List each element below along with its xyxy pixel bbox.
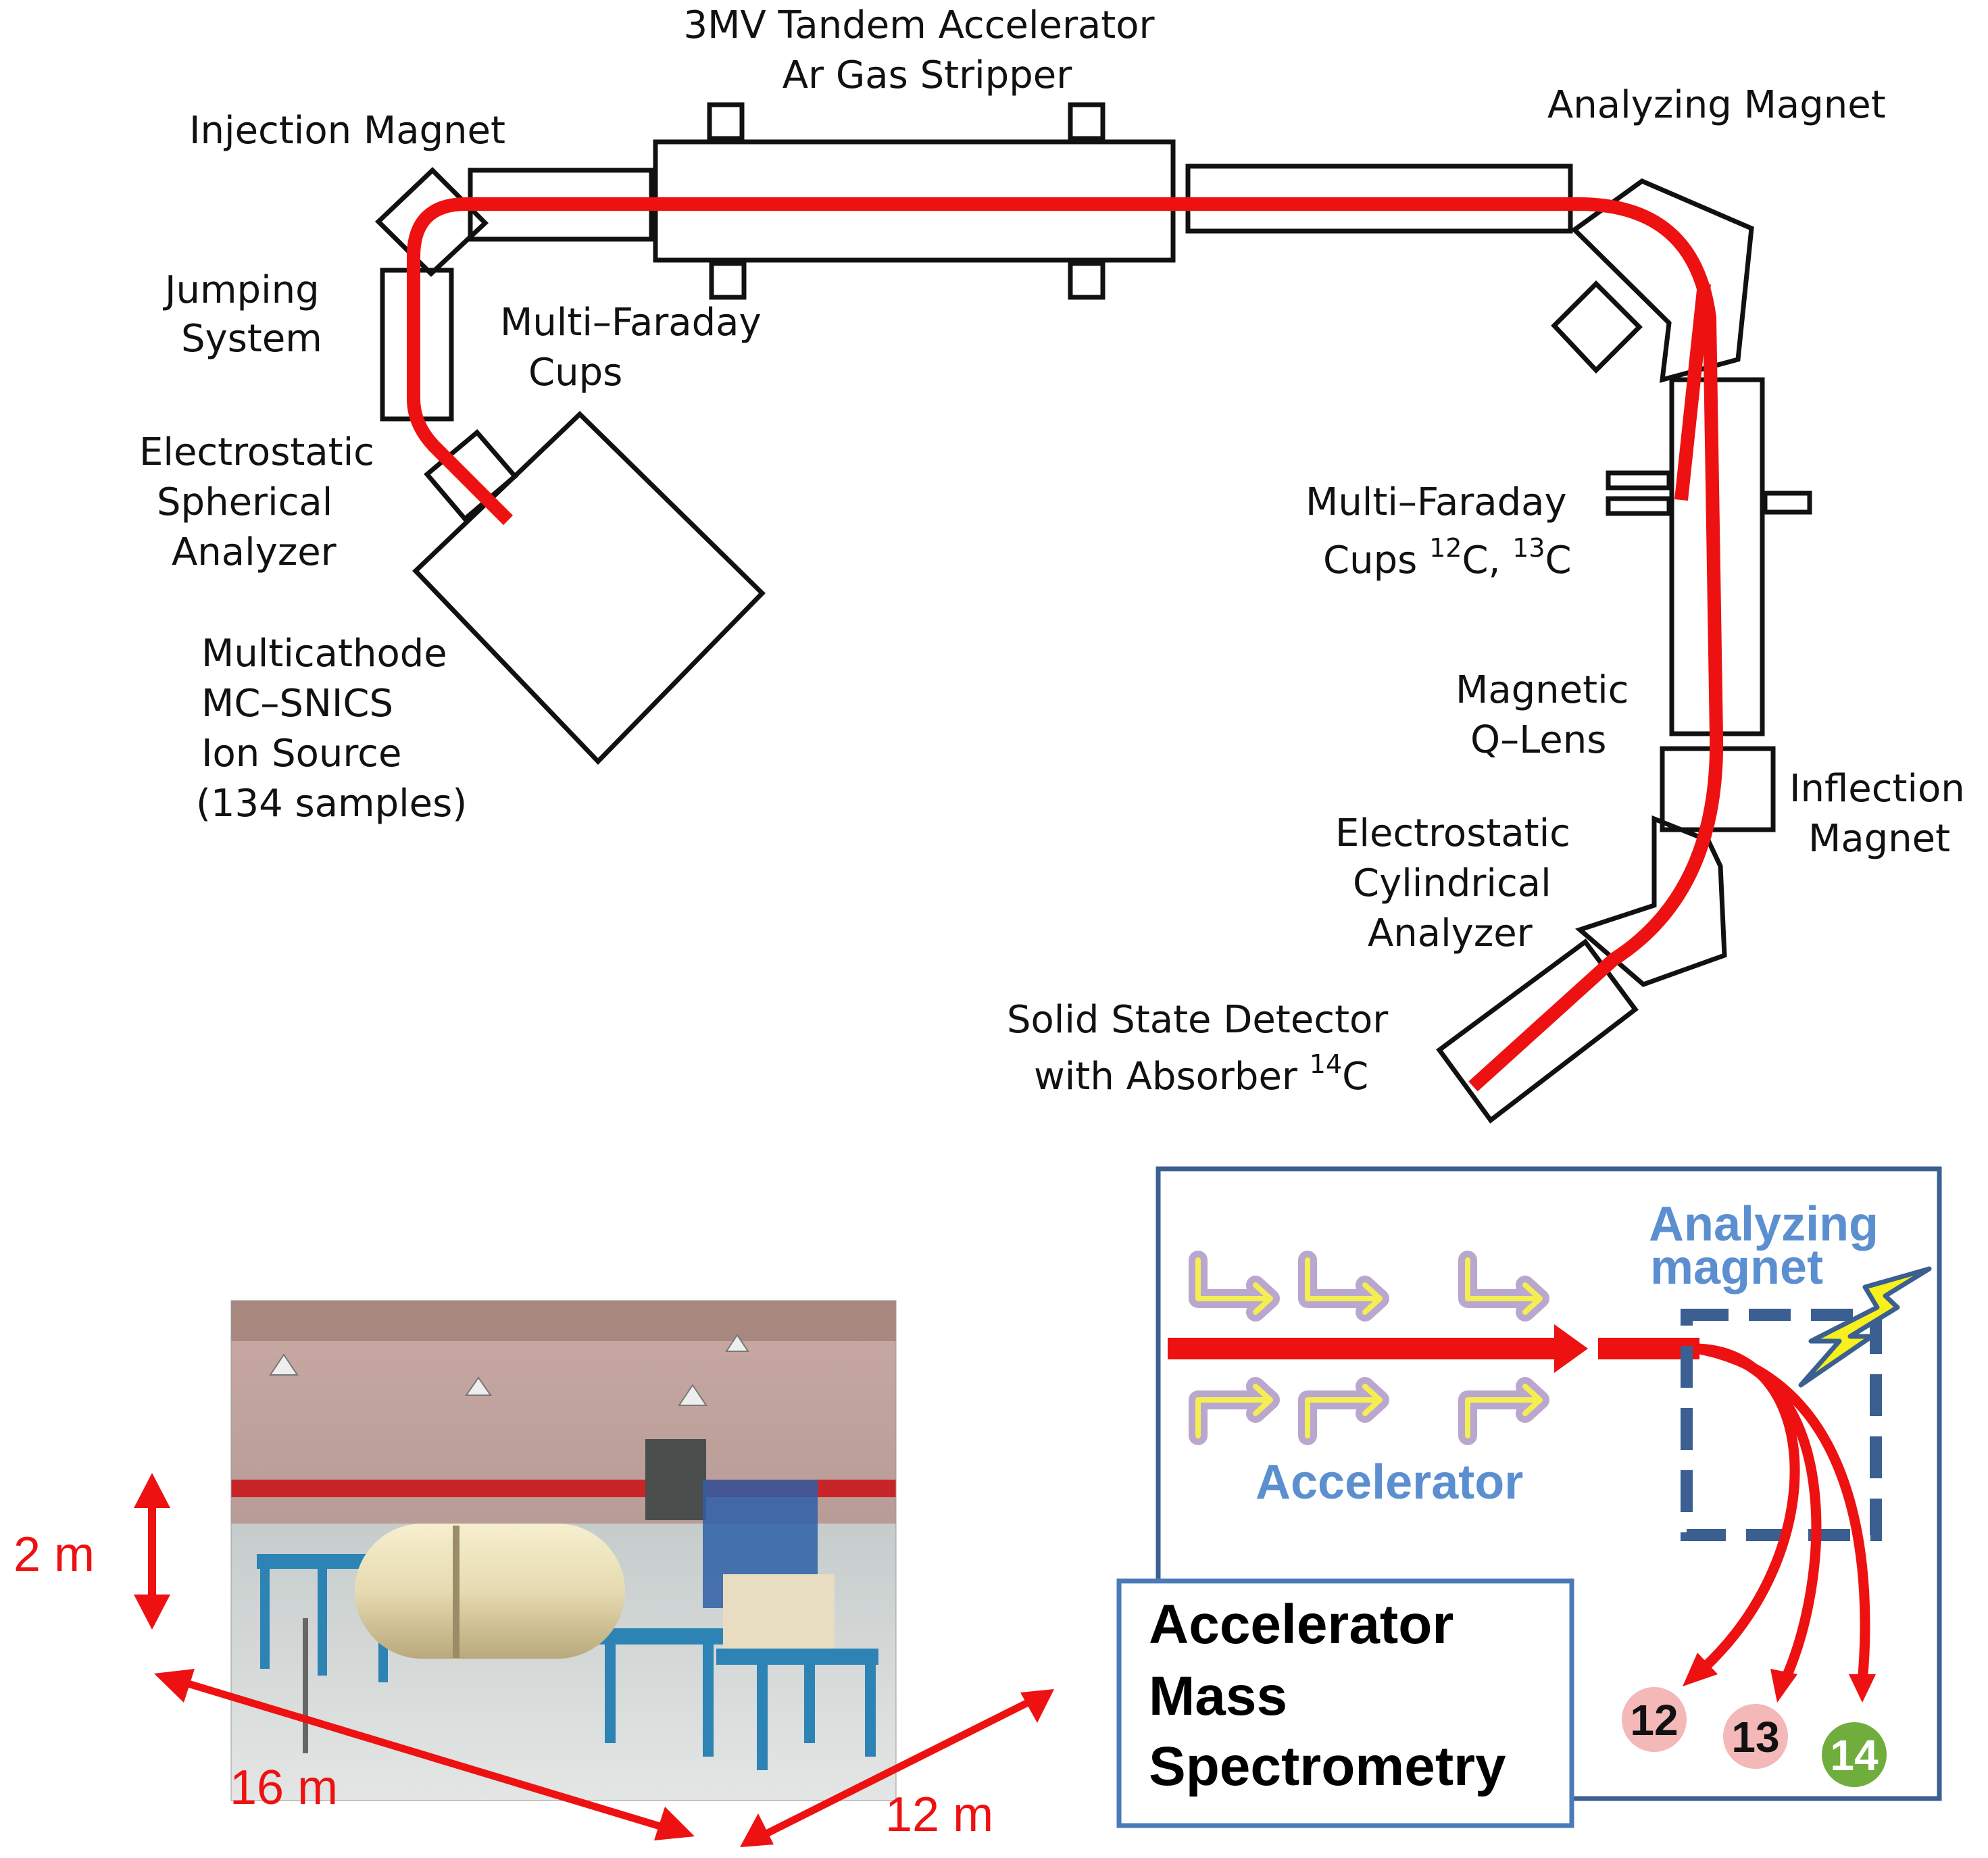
ams-title-line1: Accelerator <box>1149 1594 1453 1655</box>
mfc2-prefix: Cups <box>1323 538 1429 582</box>
label-eca-line1: Electrostatic <box>1335 811 1570 855</box>
ion-beam-path <box>407 197 1724 1092</box>
label-multi-faraday-line1: Multi–Faraday <box>500 301 762 345</box>
label-esa-line3: Analyzer <box>172 530 337 574</box>
label-jumping-line1: Jumping <box>163 268 320 312</box>
isotope-arrowheads <box>1683 1653 1876 1703</box>
chevrons-top <box>1189 1251 1549 1322</box>
ams-title-line2: Mass <box>1149 1665 1287 1727</box>
label-eca-line2: Cylindrical <box>1353 861 1551 905</box>
isotope-13-label: 13 <box>1731 1713 1779 1761</box>
label-jumping-line2: System <box>181 317 322 361</box>
multi-faraday-cup-port-left-2 <box>1606 496 1672 516</box>
label-inflection-line2: Magnet <box>1808 817 1950 861</box>
mfc2-sup2: 13 <box>1512 533 1545 563</box>
beamline-schematic: 3MV Tandem Accelerator Ar Gas Stripper I… <box>139 3 1965 1124</box>
isotope-12-label: 12 <box>1630 1696 1678 1744</box>
label-source-line2: MC–SNICS <box>201 682 393 726</box>
accelerator-port-4 <box>1068 261 1105 300</box>
label-accelerator-line1: 3MV Tandem Accelerator <box>683 3 1155 47</box>
isotope-12-circle <box>1622 1687 1687 1752</box>
ssd-sup: 14 <box>1310 1049 1342 1079</box>
ion-beam-branch <box>1674 282 1711 501</box>
facility-photo <box>230 1300 897 1801</box>
label-qlens-line2: Q–Lens <box>1470 718 1606 762</box>
ams-title-line3: Spectrometry <box>1149 1736 1506 1797</box>
label-source-line4: (134 samples) <box>196 782 467 826</box>
photo-lamps <box>269 1334 749 1406</box>
photo-ceiling <box>231 1301 896 1341</box>
isotope-13-circle <box>1723 1704 1788 1769</box>
label-qlens-line1: Magnetic <box>1456 668 1629 712</box>
ion-source <box>412 411 766 765</box>
label-inflection-line1: Inflection <box>1789 767 1965 811</box>
width-arrow <box>740 1689 1054 1847</box>
length-arrow <box>154 1669 695 1840</box>
mfc2-mid: C, <box>1462 538 1512 582</box>
label-mfc2-line2: Cups 12C, 13C <box>1323 533 1572 582</box>
analyzing-magnet <box>1570 178 1754 383</box>
label-injection-magnet: Injection Magnet <box>189 109 505 153</box>
photo-tank-band <box>453 1526 459 1658</box>
label-width: 12 m <box>885 1788 993 1842</box>
label-esa-line1: Electrostatic <box>139 430 374 474</box>
label-height: 2 m <box>14 1528 95 1582</box>
photo-accelerator-tank <box>355 1524 625 1659</box>
label-source-line3: Ion Source <box>201 732 401 776</box>
label-multi-faraday-line2: Cups <box>528 351 622 395</box>
mfc2-sup1: 12 <box>1429 533 1462 563</box>
isotope-separation-arrows <box>1695 1343 1870 1685</box>
accelerator-chevrons <box>1189 1251 1549 1445</box>
multi-faraday-cup-port-right <box>1762 491 1812 515</box>
chevrons-bottom <box>1189 1377 1549 1445</box>
dimension-arrows <box>134 1473 1054 1847</box>
label-esa-line2: Spherical <box>157 480 332 524</box>
photo-stand <box>303 1618 308 1753</box>
beam-arrow <box>1168 1324 1699 1373</box>
isotope-14-label: 14 <box>1830 1731 1879 1780</box>
accelerator-port-1 <box>707 102 745 141</box>
label-magnet: magnet <box>1650 1240 1823 1295</box>
photo-beige-box <box>723 1574 835 1649</box>
label-ssd-line2: with Absorber 14C <box>1034 1049 1368 1099</box>
faraday-cup-diamond <box>1551 280 1643 374</box>
label-analyzing-magnet: Analyzing Magnet <box>1547 83 1886 127</box>
label-length: 16 m <box>230 1761 338 1815</box>
multi-faraday-cup-port-left <box>1606 470 1672 491</box>
electrostatic-cylindrical-analyzer <box>1575 815 1727 987</box>
height-arrow <box>134 1473 170 1630</box>
label-accelerator-line2: Ar Gas Stripper <box>782 53 1072 97</box>
accelerator-port-3 <box>709 261 747 300</box>
accelerator-port-2 <box>1068 102 1105 141</box>
photo-doorway <box>645 1439 706 1520</box>
mfc2-end: C <box>1545 538 1572 582</box>
solid-state-detector <box>1436 938 1639 1124</box>
ssd-end: C <box>1342 1055 1368 1099</box>
isotope-14-circle <box>1822 1722 1887 1787</box>
lightning-icon <box>1798 1266 1932 1388</box>
ssd-prefix: with Absorber <box>1034 1055 1310 1099</box>
label-mfc2-line1: Multi–Faraday <box>1306 480 1567 524</box>
label-eca-line3: Analyzer <box>1368 911 1533 955</box>
label-ssd-line1: Solid State Detector <box>1007 998 1389 1042</box>
label-source-line1: Multicathode <box>201 632 447 676</box>
label-analyzing: Analyzing <box>1649 1197 1879 1251</box>
ams-title-box <box>1116 1578 1574 1828</box>
label-accelerator: Accelerator <box>1256 1455 1523 1509</box>
ams-concept-panel: 12 13 14 Analyzing magnet Accelerator Ac… <box>1116 1166 1942 1828</box>
